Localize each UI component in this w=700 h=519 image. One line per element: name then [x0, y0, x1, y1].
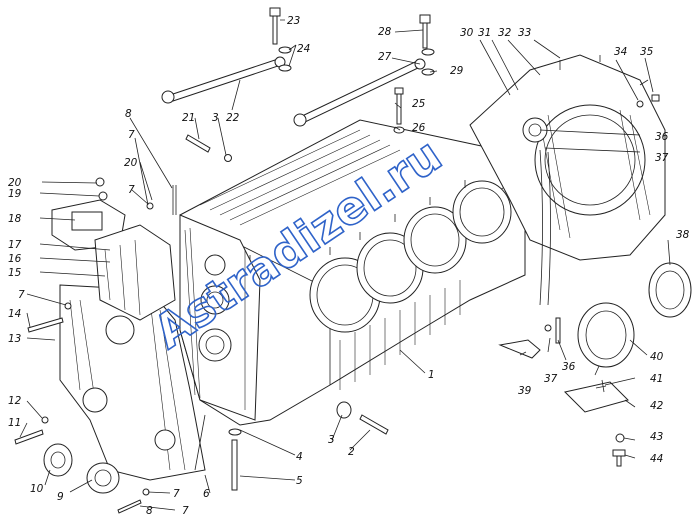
callout-3: 3	[212, 112, 219, 124]
callout-41: 41	[650, 373, 663, 385]
callout-9: 9	[57, 491, 64, 503]
callout-28: 28	[378, 26, 392, 38]
callout-27: 27	[378, 51, 392, 63]
callout-18: 18	[8, 213, 22, 225]
callout-42: 42	[650, 400, 664, 412]
tie-rods	[161, 56, 426, 127]
callout-7: 7	[173, 488, 180, 500]
callout-7: 7	[128, 129, 135, 141]
fasteners	[14, 7, 660, 514]
callout-26: 26	[412, 122, 426, 134]
callout-22: 22	[226, 112, 240, 124]
callout-7: 7	[18, 289, 25, 301]
callout-6: 6	[203, 488, 210, 500]
leader-lines	[19, 19, 671, 511]
callout-37: 37	[655, 152, 669, 164]
callout-7: 7	[128, 184, 135, 196]
callout-14: 14	[8, 308, 21, 320]
callout-30: 30	[460, 27, 474, 39]
dipstick-tube	[539, 149, 551, 306]
callout-8: 8	[125, 108, 132, 120]
callout-2: 2	[348, 446, 355, 458]
callout-39: 39	[518, 385, 532, 397]
callout-34: 34	[614, 46, 627, 58]
cover-plate	[564, 379, 629, 467]
callout-35: 35	[640, 46, 654, 58]
callout-15: 15	[8, 267, 22, 279]
callout-36: 36	[562, 361, 576, 373]
callout-19: 19	[8, 188, 22, 200]
callout-24: 24	[297, 43, 310, 55]
callout-8: 8	[146, 505, 153, 517]
callout-10: 10	[30, 483, 44, 495]
callout-1: 1	[428, 369, 435, 381]
callout-29: 29	[450, 65, 464, 77]
callout-3: 3	[328, 434, 335, 446]
callout-40: 40	[650, 351, 664, 363]
flywheel-housing	[469, 54, 666, 261]
callout-21: 21	[182, 112, 195, 124]
callout-5: 5	[296, 475, 303, 487]
callout-16: 16	[8, 253, 22, 265]
callout-32: 32	[498, 27, 512, 39]
cylinder-bores	[309, 180, 512, 333]
callout-12: 12	[8, 395, 22, 407]
cylinder-block	[179, 119, 526, 426]
callout-4: 4	[296, 451, 303, 463]
callout-33: 33	[518, 27, 531, 39]
callout-37: 37	[544, 373, 558, 385]
callout-20: 20	[8, 177, 22, 189]
callout-23: 23	[287, 15, 300, 27]
top-front-housing	[51, 199, 176, 321]
callout-13: 13	[8, 333, 21, 345]
callout-numbers: 1 2 3 3 4 5 6 7 7 7 7 7 8 8 9 10 11 12 1…	[8, 15, 690, 517]
callout-20: 20	[124, 157, 138, 169]
callout-43: 43	[650, 431, 663, 443]
callout-44: 44	[650, 453, 663, 465]
callout-7: 7	[182, 505, 189, 517]
callout-31: 31	[478, 27, 491, 39]
callout-36: 36	[655, 131, 669, 143]
callout-25: 25	[412, 98, 426, 110]
front-cover	[59, 284, 206, 481]
seals-right	[577, 262, 692, 368]
callout-17: 17	[8, 239, 22, 251]
callout-11: 11	[8, 417, 21, 429]
callout-38: 38	[676, 229, 690, 241]
